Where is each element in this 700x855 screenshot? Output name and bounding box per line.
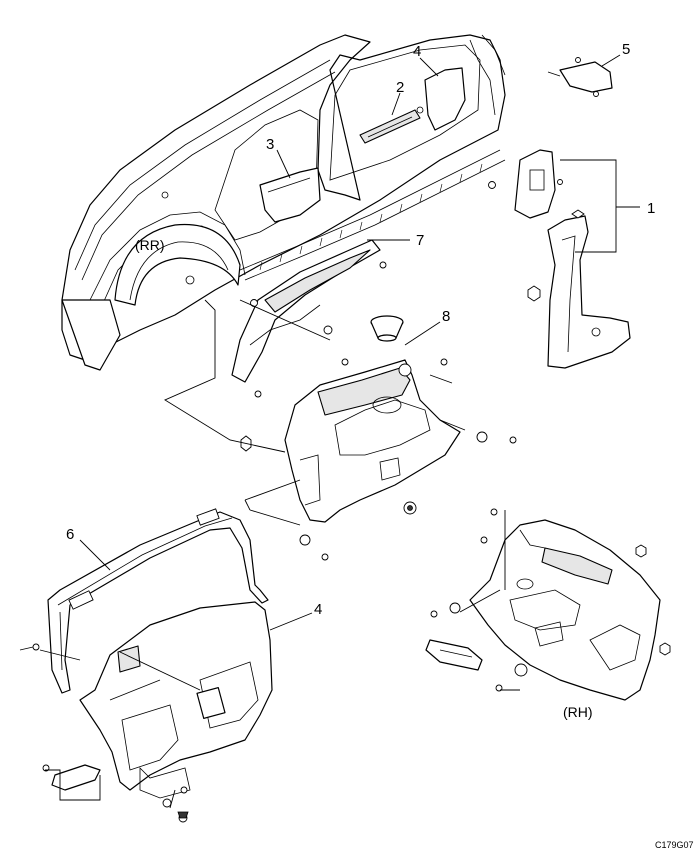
handle-bracket (51, 764, 101, 791)
quarter-lower-trim-lh (284, 359, 466, 523)
b-pillar-trim-upper (514, 149, 563, 219)
door-pillar-trim-upper (424, 67, 466, 131)
region-label-rh: (RH) (563, 704, 593, 720)
leader-lines (39, 54, 640, 809)
b-pillar-trim-lower (547, 209, 631, 369)
cup-plug (370, 315, 404, 342)
callout-4-upper: 4 (413, 43, 421, 60)
callout-6: 6 (66, 526, 74, 543)
liftgate-inner-trim (79, 601, 273, 799)
rh-trim-bar (425, 639, 483, 671)
quarter-upper-trim (231, 239, 381, 383)
quarter-trim-small (259, 167, 321, 223)
callout-4-lower: 4 (314, 601, 322, 618)
callout-8: 8 (442, 308, 450, 325)
region-label-rr: (RR) (135, 237, 165, 253)
callout-2: 2 (396, 79, 404, 96)
liftgate-window-trim (47, 508, 269, 694)
callout-3: 3 (266, 136, 274, 153)
callout-1: 1 (647, 200, 655, 217)
trim-bracket-small (547, 57, 613, 97)
quarter-trim-rh (469, 519, 661, 701)
sill-plate-strip (359, 109, 421, 144)
figure-code: C179G07 (655, 840, 694, 850)
callout-5: 5 (622, 41, 630, 58)
fasteners (19, 181, 671, 823)
callout-7: 7 (416, 232, 424, 249)
